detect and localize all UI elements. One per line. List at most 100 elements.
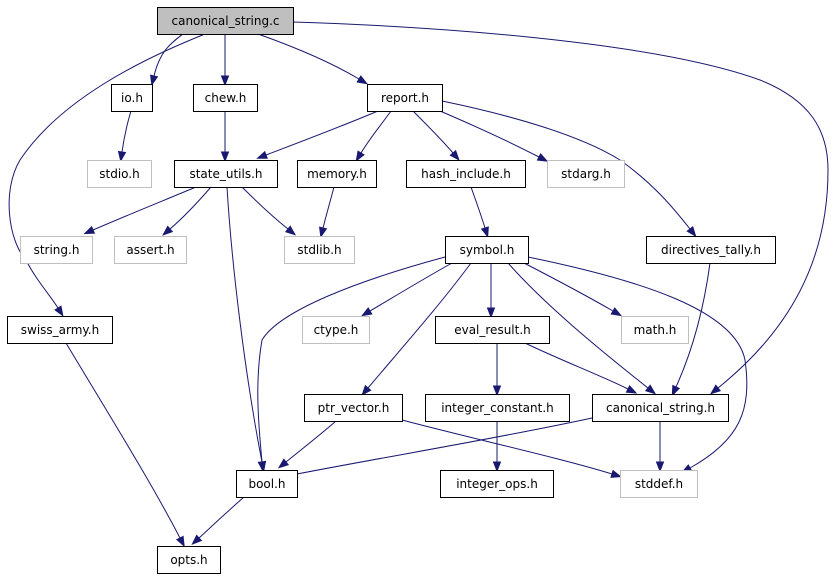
node-hash-include-h[interactable]: hash_include.h bbox=[406, 160, 526, 188]
arrowhead bbox=[644, 384, 657, 395]
arrowhead bbox=[176, 535, 185, 548]
edge-line bbox=[92, 186, 197, 231]
arrowhead bbox=[150, 74, 159, 87]
node-directives-tally-h[interactable]: directives_tally.h bbox=[646, 236, 776, 264]
edge-symbol_h-to-canonical_string_h bbox=[507, 262, 657, 395]
edge-eval_result_h-to-integer_constant_h bbox=[492, 343, 502, 397]
edge-line bbox=[257, 256, 446, 463]
node-label: opts.h bbox=[170, 553, 207, 567]
arrowhead bbox=[355, 150, 365, 162]
arrowhead bbox=[449, 149, 460, 161]
node-io-h[interactable]: io.h bbox=[111, 84, 153, 112]
node-label: integer_constant.h bbox=[441, 401, 554, 415]
arrowhead bbox=[277, 458, 290, 469]
node-label: bool.h bbox=[248, 477, 285, 491]
edge-symbol_h-to-math_h bbox=[523, 262, 622, 317]
node-box bbox=[302, 316, 370, 344]
edge-line bbox=[8, 33, 206, 309]
edge-line bbox=[153, 33, 184, 77]
node-box bbox=[87, 160, 152, 188]
edge-line bbox=[121, 110, 132, 153]
edge-symbol_h-to-eval_result_h bbox=[486, 263, 496, 319]
node-box bbox=[236, 470, 298, 498]
node-box bbox=[547, 160, 625, 188]
edge-canonical_string_h-to-bool_h bbox=[286, 417, 593, 479]
edge-line bbox=[523, 262, 614, 312]
edge-hash_include_h-to-symbol_h bbox=[470, 186, 489, 238]
arrowhead bbox=[162, 225, 174, 236]
node-label: assert.h bbox=[126, 243, 174, 257]
edge-ptr_vector_h-to-stddef_h bbox=[401, 419, 622, 478]
node-box bbox=[20, 236, 93, 264]
node-stdio-h: stdio.h bbox=[87, 160, 152, 188]
node-box bbox=[440, 470, 554, 498]
node-box bbox=[304, 394, 403, 422]
node-symbol-h[interactable]: symbol.h bbox=[445, 236, 529, 264]
node-label: math.h bbox=[634, 323, 677, 337]
arrowhead bbox=[655, 461, 665, 473]
node-box bbox=[114, 236, 187, 264]
node-integer-constant-h[interactable]: integer_constant.h bbox=[425, 394, 570, 422]
node-label: memory.h bbox=[307, 167, 367, 181]
node-chew-h[interactable]: chew.h bbox=[193, 84, 258, 112]
node-label: stdio.h bbox=[99, 167, 139, 181]
node-label: hash_include.h bbox=[421, 167, 511, 181]
nodes-layer: canonical_string.c io.h chew.h report.h stdi… bbox=[7, 7, 776, 574]
arrowhead bbox=[536, 153, 549, 162]
node-box bbox=[157, 546, 221, 574]
node-canonical-string-h[interactable]: canonical_string.h bbox=[592, 394, 729, 422]
arrowhead bbox=[486, 307, 496, 319]
edge-state_utils_h-to-string_h bbox=[83, 186, 197, 235]
edge-line bbox=[470, 186, 486, 229]
edge-line bbox=[322, 186, 335, 229]
edge-bool_h-to-opts_h bbox=[191, 496, 245, 546]
node-box bbox=[157, 7, 294, 35]
node-box bbox=[406, 160, 526, 188]
node-opts-h[interactable]: opts.h bbox=[157, 546, 221, 574]
arrowhead bbox=[610, 469, 622, 478]
edge-memory_h-to-stdlib_h bbox=[319, 186, 335, 239]
node-bool-h[interactable]: bool.h bbox=[236, 470, 298, 498]
node-swiss-army-h[interactable]: swiss_army.h bbox=[7, 316, 113, 344]
arrowhead bbox=[709, 384, 722, 395]
node-canonical-string-c[interactable]: canonical_string.c bbox=[157, 7, 294, 35]
edge-io_h-to-stdio_h bbox=[117, 110, 132, 163]
node-box bbox=[435, 316, 550, 344]
arrowhead bbox=[671, 384, 681, 397]
edge-canonical_string_h-to-stddef_h bbox=[655, 421, 665, 473]
node-label: symbol.h bbox=[460, 243, 515, 257]
edge-eval_result_h-to-canonical_string_h bbox=[524, 342, 638, 394]
edge-line bbox=[65, 342, 181, 539]
node-label: report.h bbox=[381, 91, 429, 105]
edge-integer_constant_h-to-integer_ops_h bbox=[492, 421, 502, 473]
node-state-utils-h[interactable]: state_utils.h bbox=[174, 160, 278, 188]
node-report-h[interactable]: report.h bbox=[367, 84, 443, 112]
arrowhead bbox=[54, 305, 64, 317]
node-label: chew.h bbox=[205, 91, 247, 105]
edge-line bbox=[292, 21, 829, 389]
node-integer-ops-h[interactable]: integer_ops.h bbox=[440, 470, 554, 498]
node-box bbox=[7, 316, 113, 344]
node-box bbox=[592, 394, 729, 422]
edge-line bbox=[169, 186, 212, 230]
node-box bbox=[174, 160, 278, 188]
edge-line bbox=[285, 420, 337, 463]
node-stdarg-h: stdarg.h bbox=[547, 160, 625, 188]
edge-line bbox=[226, 186, 263, 463]
node-assert-h: assert.h bbox=[114, 236, 187, 264]
edge-line bbox=[524, 342, 629, 390]
edge-line bbox=[412, 110, 454, 154]
arrowhead bbox=[83, 225, 96, 235]
node-memory-h[interactable]: memory.h bbox=[297, 160, 377, 188]
arrowhead bbox=[625, 384, 638, 394]
edge-report_h-to-directives_tally_h bbox=[441, 100, 697, 238]
node-label: canonical_string.c bbox=[172, 14, 280, 28]
node-ptr-vector-h[interactable]: ptr_vector.h bbox=[304, 394, 403, 422]
node-label: swiss_army.h bbox=[21, 323, 99, 337]
node-box bbox=[297, 160, 377, 188]
node-label: stdarg.h bbox=[561, 167, 611, 181]
edge-report_h-to-state_utils_h bbox=[256, 110, 379, 159]
node-box bbox=[646, 236, 776, 264]
node-eval-result-h[interactable]: eval_result.h bbox=[435, 316, 550, 344]
